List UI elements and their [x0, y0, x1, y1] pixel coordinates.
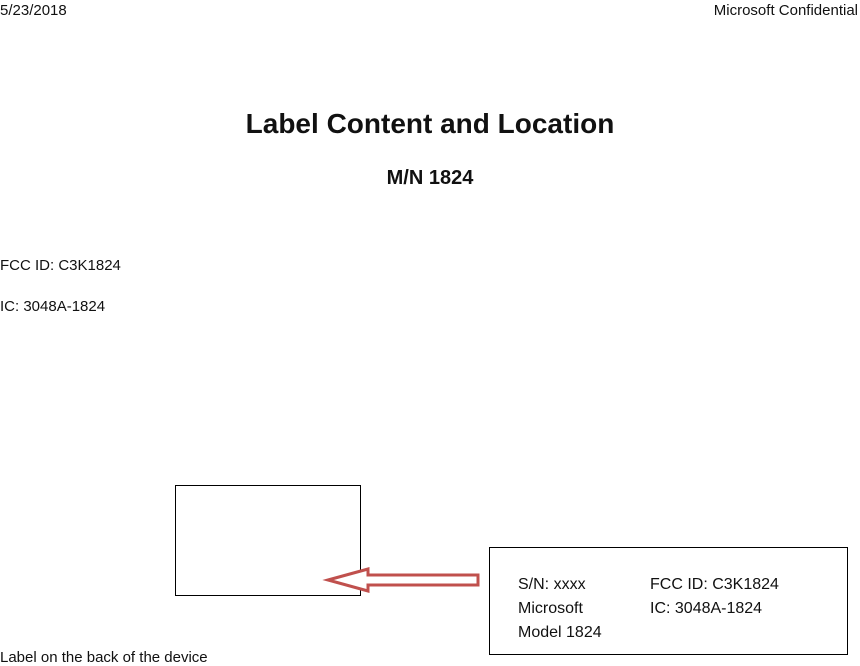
label-brand: Microsoft: [518, 600, 583, 617]
device-outline: [175, 485, 361, 596]
fcc-id-line: FCC ID: C3K1824: [0, 257, 121, 274]
figure-caption: Label on the back of the device: [0, 649, 208, 666]
page-title: Label Content and Location: [245, 108, 615, 139]
regulatory-label: S/N: xxxx Microsoft Model 1824 FCC ID: C…: [489, 547, 848, 655]
arrow-left-icon: [322, 567, 480, 593]
header-confidential: Microsoft Confidential: [713, 2, 858, 19]
ic-line: IC: 3048A-1824: [0, 298, 106, 315]
label-ic: IC: 3048A-1824: [650, 600, 763, 617]
header-date: 5/23/2018: [0, 2, 67, 19]
label-serial: S/N: xxxx: [518, 576, 586, 593]
label-fcc-id: FCC ID: C3K1824: [650, 576, 779, 593]
label-model: Model 1824: [518, 624, 602, 641]
page-subtitle: M/N 1824: [386, 167, 474, 189]
